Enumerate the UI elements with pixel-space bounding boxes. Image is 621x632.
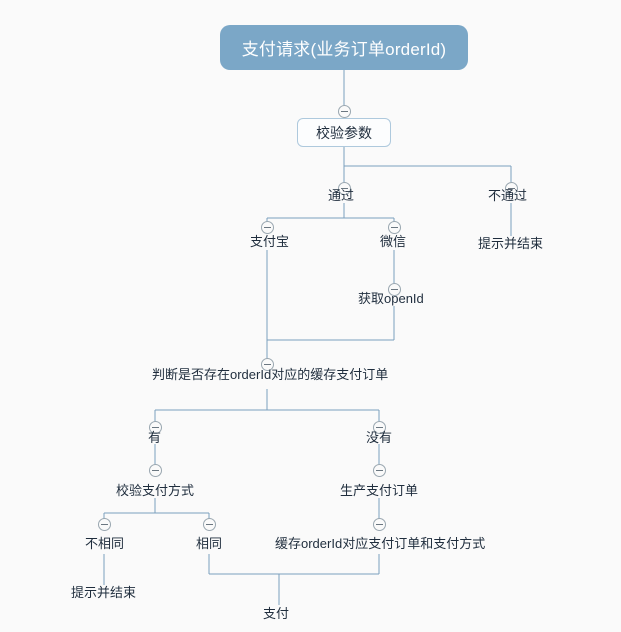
collapse-minus-icon-has-cache[interactable]	[149, 421, 162, 434]
node-no-cache[interactable]: 没有	[366, 430, 393, 445]
collapse-minus-icon-wechat[interactable]	[388, 221, 401, 234]
node-validate-params[interactable]: 校验参数	[297, 118, 391, 147]
node-fail-end[interactable]: 提示并结束	[478, 236, 544, 251]
node-cache-order-and-method[interactable]: 缓存orderId对应支付订单和支付方式	[275, 536, 486, 551]
node-pass[interactable]: 通过	[328, 188, 355, 203]
collapse-minus-icon-cache-order-and-method[interactable]	[373, 518, 386, 531]
node-root[interactable]: 支付请求(业务订单orderId)	[220, 25, 468, 70]
node-check-cache-order[interactable]: 判断是否存在orderId对应的缓存支付订单	[152, 367, 389, 382]
node-wechat[interactable]: 微信	[380, 234, 407, 249]
collapse-minus-icon-fail[interactable]	[505, 182, 518, 195]
collapse-minus-icon-alipay[interactable]	[261, 221, 274, 234]
collapse-minus-icon-same[interactable]	[203, 518, 216, 531]
node-pay[interactable]: 支付	[263, 606, 290, 621]
collapse-minus-icon-verify-pay-method[interactable]	[149, 464, 162, 477]
collapse-minus-icon-not-same[interactable]	[98, 518, 111, 531]
collapse-minus-icon-no-cache[interactable]	[373, 421, 386, 434]
collapse-minus-icon-validate-params[interactable]	[338, 105, 351, 118]
node-not-same-end[interactable]: 提示并结束	[71, 585, 137, 600]
node-verify-pay-method[interactable]: 校验支付方式	[116, 483, 195, 498]
collapse-minus-icon-get-openid[interactable]	[388, 283, 401, 296]
collapse-minus-icon-pass[interactable]	[338, 182, 351, 195]
collapse-minus-icon-check-cache-order[interactable]	[261, 358, 274, 371]
node-same[interactable]: 相同	[196, 536, 223, 551]
node-not-same[interactable]: 不相同	[85, 536, 125, 551]
collapse-minus-icon-create-pay-order[interactable]	[373, 464, 386, 477]
node-fail[interactable]: 不通过	[488, 188, 528, 203]
node-has-cache[interactable]: 有	[148, 430, 162, 445]
node-create-pay-order[interactable]: 生产支付订单	[340, 483, 419, 498]
node-alipay[interactable]: 支付宝	[250, 234, 290, 249]
node-get-openid[interactable]: 获取openId	[358, 291, 424, 306]
